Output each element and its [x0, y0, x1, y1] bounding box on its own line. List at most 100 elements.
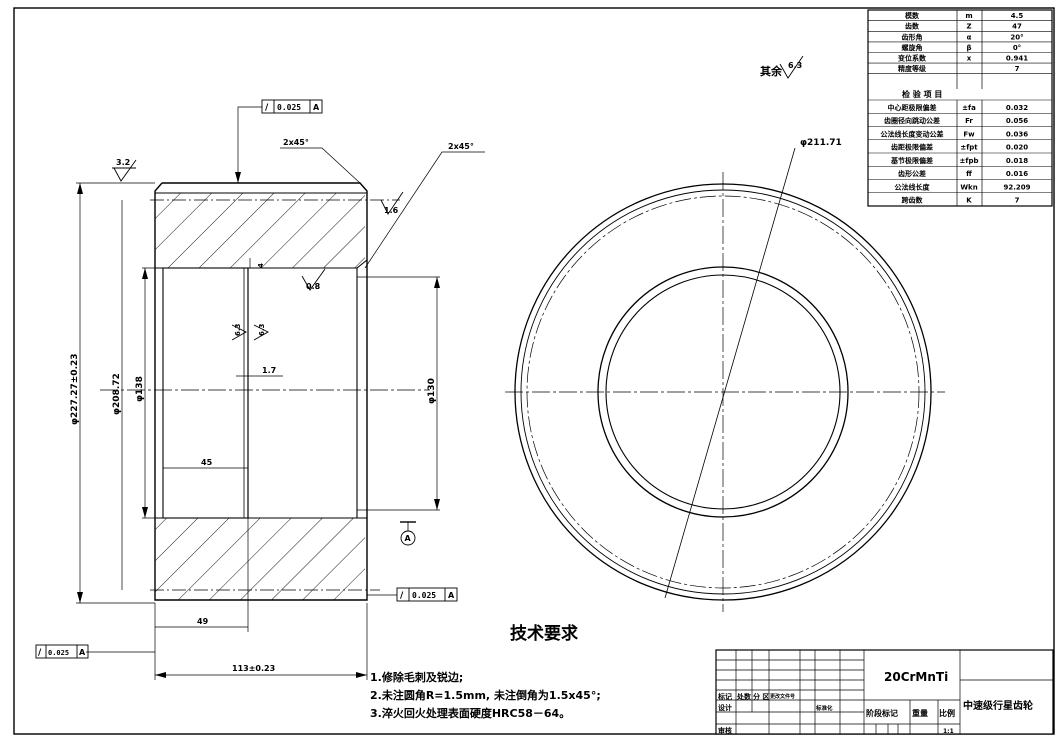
tb-weight: 重量: [912, 708, 928, 718]
gear-param-value: 7: [1015, 65, 1020, 73]
dim-groove-width: 45: [201, 458, 213, 467]
gear-param-value: 0.941: [1006, 55, 1028, 63]
gear-param-name: 齿数: [905, 22, 920, 31]
tb-review: 审核: [718, 726, 732, 735]
inspection-item-name: 齿距极限偏差: [891, 143, 933, 152]
hatch-top: [155, 193, 365, 268]
inspection-item-value: 0.020: [1006, 144, 1028, 152]
surface-finish-general-prefix: 其余: [760, 64, 783, 78]
hatch-bottom: [155, 518, 365, 600]
tech-req-item-3: 3.淬火回火处理表面硬度HRC58－64。: [370, 706, 570, 720]
section-view: [100, 182, 430, 601]
arrowheads: [77, 172, 440, 678]
drawing-border: [13, 7, 1055, 735]
tb-scale-value: 1:1: [943, 728, 954, 735]
svg-text:0.025: 0.025: [412, 591, 436, 600]
gear-param-symbol: α: [967, 33, 972, 41]
inspection-item-symbol: ±fpb: [960, 157, 979, 165]
tb-doc: 更改文件号: [770, 693, 795, 700]
svg-text:A: A: [405, 534, 412, 543]
surface-finish-marks: [112, 55, 804, 341]
dim-inner-diameter: φ130: [427, 378, 437, 404]
tb-count: 处数: [736, 692, 752, 701]
inspection-header: 检 验 项 目: [902, 89, 942, 99]
gear-param-value: 47: [1012, 23, 1022, 31]
tolerance-frame-bottom: / 0.025 A: [35, 644, 89, 659]
gear-param-name: 螺旋角: [902, 43, 923, 52]
inspection-item-value: 0.056: [1006, 117, 1028, 125]
inspection-item-name: 齿形公差: [898, 169, 926, 178]
dim-chamfer-right: 2x45°: [448, 142, 474, 151]
dim-tip-diameter: φ211.71: [800, 138, 842, 148]
svg-text:0.025: 0.025: [277, 103, 301, 112]
gear-param-name: 模数: [905, 11, 920, 20]
svg-text:A: A: [79, 648, 86, 657]
inspection-item-value: 92.209: [1003, 183, 1030, 191]
front-view: [505, 147, 945, 612]
svg-text:/: /: [38, 648, 42, 658]
dim-groove: 1.7: [262, 366, 276, 375]
surface-finish-outer: 3.2: [116, 158, 130, 167]
inspection-item-value: 0.032: [1006, 104, 1028, 112]
inspection-item-name: 跨齿数: [902, 196, 924, 205]
gear-param-name: 变位系数: [898, 54, 927, 63]
tb-stage: 阶段标记: [866, 708, 898, 718]
material-label: 20CrMnTi: [884, 670, 948, 684]
dimension-lines: [76, 106, 485, 680]
inspection-item-symbol: Fw: [963, 130, 975, 138]
gear-param-symbol: Z: [966, 23, 971, 31]
dim-root-diameter: φ208.72: [112, 373, 122, 415]
inspection-item-symbol: ff: [966, 170, 972, 178]
inspection-item-name: 齿圈径向跳动公差: [884, 116, 940, 125]
tech-req-item-2: 2.未注圆角R=1.5mm, 未注倒角为1.5x45°;: [370, 688, 601, 702]
tb-standard: 标准化: [815, 704, 833, 712]
gear-param-name: 精度等级: [898, 64, 927, 73]
tech-req-title: 技术要求: [510, 623, 578, 644]
dim-total-width: 113±0.23: [232, 664, 275, 673]
gear-param-symbol: x: [967, 55, 972, 63]
tech-requirements: 技术要求 1.修除毛刺及锐边; 2.未注圆角R=1.5mm, 未注倒角为1.5x…: [370, 623, 601, 720]
inspection-item-symbol: ±fa: [962, 104, 976, 112]
inspection-item-value: 0.036: [1006, 130, 1028, 138]
svg-text:A: A: [448, 591, 455, 600]
inspection-item-value: 0.018: [1006, 157, 1028, 165]
dim-small-offset: 4: [257, 263, 265, 268]
gear-param-name: 齿形角: [902, 32, 923, 41]
svg-text:0.025: 0.025: [48, 649, 69, 657]
svg-text:A: A: [313, 103, 320, 112]
surface-finish-chamfer: 0.8: [306, 282, 321, 291]
gear-param-value: 0°: [1013, 44, 1021, 52]
gear-param-symbol: β: [966, 44, 971, 52]
surface-finish-bore-left: 6.3: [234, 323, 242, 336]
dim-hub-width: 49: [197, 617, 209, 626]
inspection-item-name: 公法线长度: [895, 182, 931, 191]
dim-chamfer-left: 2x45°: [283, 138, 309, 147]
inspection-item-symbol: Wkn: [960, 183, 977, 191]
inspection-item-name: 中心距极限偏差: [888, 103, 937, 112]
tb-scale: 比例: [939, 708, 955, 718]
svg-text:/: /: [265, 103, 269, 113]
surface-finish-bore-right: 6.3: [258, 323, 266, 336]
gear-param-value: 20°: [1010, 33, 1023, 41]
tb-design: 设计: [718, 703, 732, 712]
inspection-item-name: 公法线长度变动公差: [881, 129, 944, 138]
tb-zone: 分 区: [753, 692, 769, 701]
tb-mark: 标记: [717, 692, 732, 701]
svg-text:/: /: [400, 591, 404, 601]
part-name: 中速级行星齿轮: [963, 699, 1033, 712]
title-block: 20CrMnTi 中速级行星齿轮 标记 处数 分 区 更改文件号 设计 标准化 …: [715, 649, 1054, 735]
inspection-item-name: 基节极限偏差: [890, 156, 933, 165]
inspection-item-symbol: ±fpt: [960, 144, 978, 152]
tolerance-frame-top: / 0.025 A: [261, 99, 323, 114]
surface-finish-general: 6.3: [788, 61, 802, 70]
surface-finish-top-right: 1.6: [384, 206, 399, 215]
inspection-item-symbol: K: [966, 197, 972, 205]
dim-outer-diameter: φ227.27±0.23: [70, 353, 80, 425]
tech-req-item-1: 1.修除毛刺及锐边;: [370, 670, 463, 684]
inspection-item-value: 0.016: [1006, 170, 1028, 178]
gear-param-value: 4.5: [1011, 12, 1024, 20]
inspection-item-value: 7: [1015, 197, 1020, 205]
inspection-item-symbol: Fr: [965, 117, 973, 125]
